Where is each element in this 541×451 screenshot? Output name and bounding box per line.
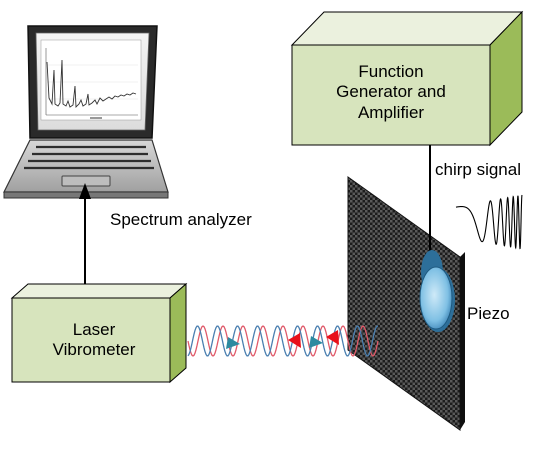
laser-vibrometer-box bbox=[10, 282, 188, 384]
beam-arrow-in-1 bbox=[288, 333, 301, 348]
signal-arrow bbox=[79, 183, 91, 284]
function-generator-label: Function Generator and Amplifier bbox=[296, 62, 486, 123]
laptop-icon bbox=[3, 25, 169, 199]
function-generator-label-line-3: Amplifier bbox=[357, 102, 425, 122]
plate-specimen bbox=[347, 176, 465, 431]
spectrum-analyzer-label: Spectrum analyzer bbox=[110, 210, 252, 229]
function-generator-label-line-2: Generator and bbox=[336, 82, 446, 102]
laser-vibrometer-label-line-2: Vibrometer bbox=[52, 340, 136, 360]
chirp-waveform bbox=[455, 194, 523, 250]
beam-arrow-in-2 bbox=[326, 330, 339, 345]
piezo-disc bbox=[419, 250, 455, 332]
function-generator-label-line-1: Function bbox=[358, 62, 424, 81]
laser-vibrometer-label-line-1: Laser bbox=[72, 320, 116, 339]
beam-arrow-out-2 bbox=[309, 336, 323, 348]
chirp-signal-label: chirp signal bbox=[435, 160, 521, 179]
screen-spectrum-plot bbox=[40, 39, 142, 121]
laser-beam bbox=[187, 325, 379, 357]
beam-arrow-out-1 bbox=[226, 337, 240, 349]
laser-vibrometer-label: Laser Vibrometer bbox=[18, 320, 170, 361]
piezo-label: Piezo bbox=[467, 304, 510, 323]
function-generator-box bbox=[290, 10, 524, 147]
